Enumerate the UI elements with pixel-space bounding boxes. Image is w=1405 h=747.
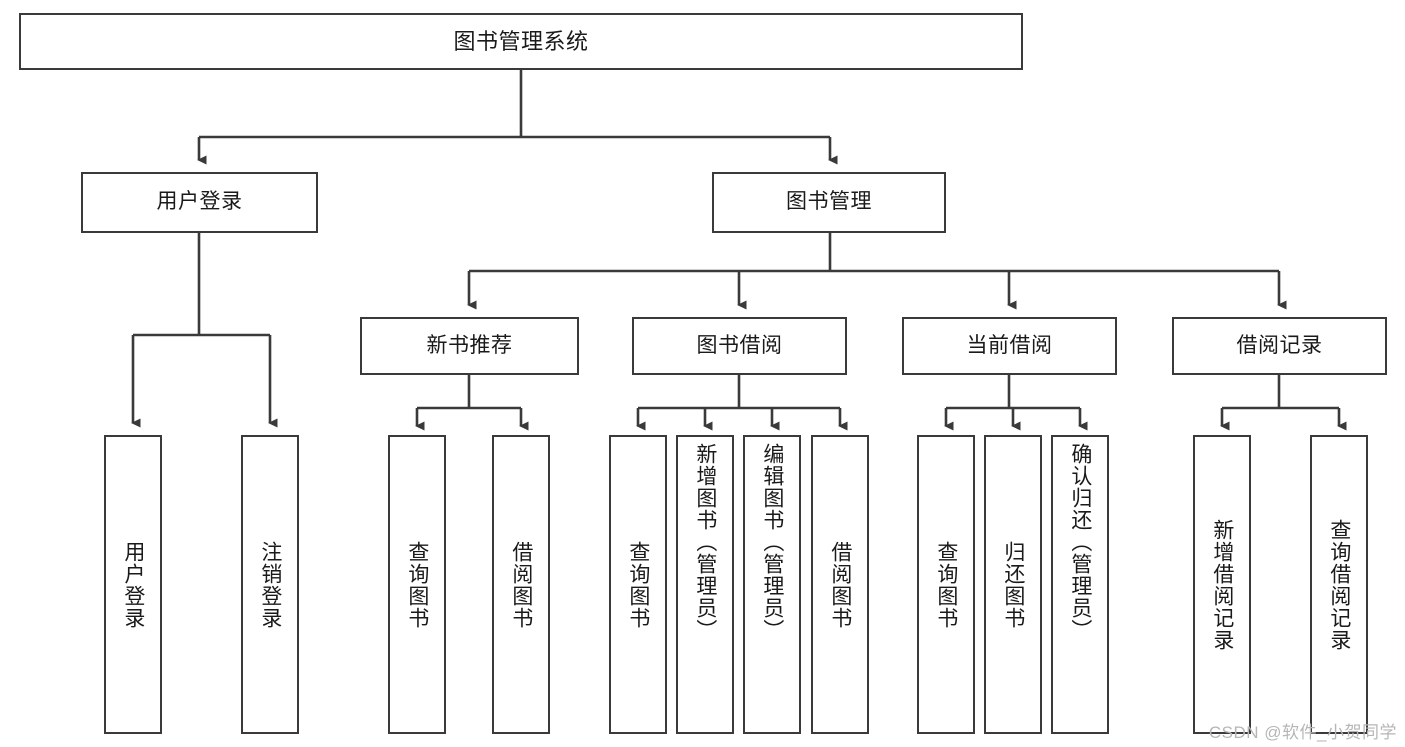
node-label: 借阅记录 bbox=[1236, 333, 1323, 357]
node-label: 当前借阅 bbox=[966, 333, 1053, 357]
leaf-book-borrow-add-book-admin[interactable]: 新增图书（管理员） bbox=[676, 435, 734, 734]
node-label: 借阅图书 bbox=[509, 540, 533, 629]
node-current-borrow[interactable]: 当前借阅 bbox=[902, 317, 1117, 375]
node-label: 图书借阅 bbox=[696, 333, 783, 357]
leaf-user-login-signout[interactable]: 注销登录 bbox=[241, 435, 299, 734]
node-label: 新书推荐 bbox=[426, 333, 513, 357]
leaf-user-login-signin[interactable]: 用户登录 bbox=[104, 435, 162, 734]
node-label: 确认归还（管理员） bbox=[1068, 443, 1092, 641]
leaf-new-book-borrow-book[interactable]: 借阅图书 bbox=[492, 435, 550, 734]
node-label: 注销登录 bbox=[258, 540, 282, 629]
node-root-library-system[interactable]: 图书管理系统 bbox=[19, 13, 1023, 70]
node-label: 图书管理系统 bbox=[453, 28, 589, 54]
node-label: 查询图书 bbox=[626, 540, 650, 629]
leaf-book-borrow-edit-book-admin[interactable]: 编辑图书（管理员） bbox=[743, 435, 801, 734]
node-label: 新增图书（管理员） bbox=[693, 443, 717, 641]
leaf-new-book-query-book[interactable]: 查询图书 bbox=[388, 435, 446, 734]
node-label: 借阅图书 bbox=[828, 540, 852, 629]
node-label: 查询借阅记录 bbox=[1327, 518, 1351, 651]
leaf-borrow-record-query-record[interactable]: 查询借阅记录 bbox=[1310, 435, 1368, 734]
node-label: 查询图书 bbox=[405, 540, 429, 629]
node-label: 查询图书 bbox=[934, 540, 958, 629]
node-borrow-record[interactable]: 借阅记录 bbox=[1172, 317, 1387, 375]
node-book-borrow[interactable]: 图书借阅 bbox=[632, 317, 847, 375]
leaf-borrow-record-add-record[interactable]: 新增借阅记录 bbox=[1193, 435, 1251, 734]
node-new-book-recommend[interactable]: 新书推荐 bbox=[360, 317, 579, 375]
leaf-book-borrow-borrow-book[interactable]: 借阅图书 bbox=[811, 435, 869, 734]
node-label: 编辑图书（管理员） bbox=[760, 443, 784, 641]
node-label: 用户登录 bbox=[156, 190, 243, 214]
node-book-management[interactable]: 图书管理 bbox=[712, 172, 946, 233]
leaf-current-borrow-query-book[interactable]: 查询图书 bbox=[917, 435, 975, 734]
leaf-current-borrow-return-book[interactable]: 归还图书 bbox=[984, 435, 1042, 734]
node-label: 用户登录 bbox=[121, 540, 145, 629]
node-label: 图书管理 bbox=[786, 190, 872, 214]
node-user-login[interactable]: 用户登录 bbox=[81, 172, 318, 233]
node-label: 新增借阅记录 bbox=[1210, 518, 1234, 651]
leaf-book-borrow-query-book[interactable]: 查询图书 bbox=[609, 435, 667, 734]
leaf-current-borrow-confirm-return-admin[interactable]: 确认归还（管理员） bbox=[1051, 435, 1109, 734]
node-label: 归还图书 bbox=[1001, 540, 1025, 629]
